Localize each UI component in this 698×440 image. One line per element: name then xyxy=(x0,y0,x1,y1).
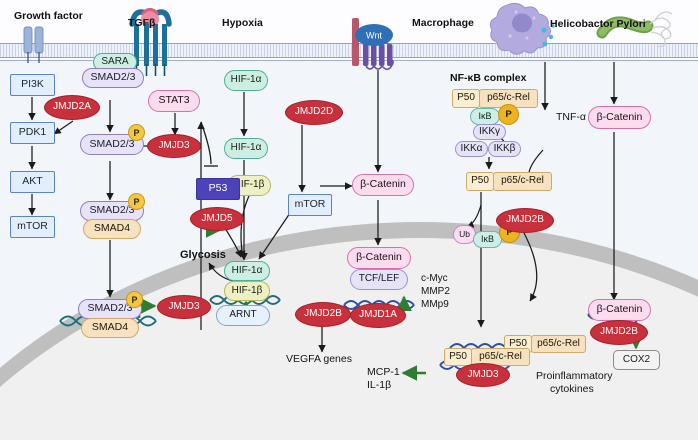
arrow-ikb-degradation xyxy=(466,205,481,228)
label-nfkb-complex: NF-κB complex xyxy=(450,72,527,84)
label-tnf-alpha: TNF-α xyxy=(556,111,586,123)
wnt-frizzled-receptor-icon: Wnt xyxy=(352,18,393,69)
node-jmjd2a[interactable]: JMJD2A xyxy=(44,95,100,120)
inhibition-p53 xyxy=(201,122,218,166)
svg-text:Wnt: Wnt xyxy=(366,30,383,40)
node-p50-cytoplasm[interactable]: P50 xyxy=(466,172,494,191)
node-p50-complex[interactable]: P50 xyxy=(452,89,480,108)
output-mmp2: MMP2 xyxy=(421,286,450,297)
label-hypoxia: Hypoxia xyxy=(222,17,263,29)
node-jmjd2b-vegfa[interactable]: JMJD2B xyxy=(295,302,351,327)
label-helicobacter-pylori: Helicobactor Pylori xyxy=(550,18,646,30)
output-c-myc: c-Myc xyxy=(421,273,448,284)
node-jmjd1a[interactable]: JMJD1A xyxy=(350,303,406,328)
node-arnt[interactable]: ARNT xyxy=(216,305,270,326)
node-hif1a-mid[interactable]: HIF-1α xyxy=(224,138,268,159)
node-p65-cytoplasm[interactable]: p65/c-Rel xyxy=(493,172,552,191)
node-p65-nucleus-upper[interactable]: p65/c-Rel xyxy=(531,335,586,353)
arrow-jmjd2a-pdk1 xyxy=(53,121,73,134)
label-growth-factor: Growth factor xyxy=(14,10,83,22)
output-mmp9: MMp9 xyxy=(421,299,449,310)
growth-factor-receptor-icon xyxy=(24,27,43,63)
label-macrophage: Macrophage xyxy=(412,17,474,29)
node-jmjd2b-nfkb[interactable]: JMJD2B xyxy=(496,208,554,233)
node-ikk-beta[interactable]: IKKβ xyxy=(488,141,521,157)
node-akt[interactable]: AKT xyxy=(10,171,55,193)
phosphorylation-marker-3: P xyxy=(126,291,143,308)
node-beta-catenin-hp-nucleus[interactable]: β-Catenin xyxy=(588,299,651,321)
helicobacter-pylori-icon xyxy=(602,12,672,47)
node-hif1a-top[interactable]: HIF-1α xyxy=(224,70,268,91)
node-jmjd3-nucleus[interactable]: JMJD3 xyxy=(157,295,211,319)
output-proinflammatory-line1: Proinflammatory xyxy=(536,370,613,382)
node-stat3[interactable]: STAT3 xyxy=(148,90,200,112)
node-pdk1[interactable]: PDK1 xyxy=(10,122,55,144)
phosphorylation-marker-2: P xyxy=(128,193,145,210)
node-p50-nucleus-lower[interactable]: P50 xyxy=(444,348,472,366)
node-mtor-left[interactable]: mTOR xyxy=(10,216,55,238)
node-smad23-cytoplasm[interactable]: SMAD2/3 xyxy=(80,134,144,155)
node-hif1b-nucleus[interactable]: HIF-1β xyxy=(224,281,270,301)
node-ikb-complex[interactable]: IκB xyxy=(470,108,500,125)
node-ikk-alpha[interactable]: IKKα xyxy=(455,141,488,157)
node-mtor-mid[interactable]: mTOR xyxy=(288,194,332,216)
node-pi3k[interactable]: PI3K xyxy=(10,74,55,96)
phosphorylation-marker-ikb: P xyxy=(498,104,519,125)
node-jmjd2d[interactable]: JMJD2D xyxy=(285,100,343,125)
node-beta-catenin-cytoplasm[interactable]: β-Catenin xyxy=(352,174,414,196)
node-ikb-degraded[interactable]: IκB xyxy=(473,231,502,248)
node-cox2[interactable]: COX2 xyxy=(613,350,660,370)
node-tcf-lef[interactable]: TCF/LEF xyxy=(350,269,408,290)
node-jmjd3-nfkb[interactable]: JMJD3 xyxy=(456,363,510,387)
node-jmjd5[interactable]: JMJD5 xyxy=(190,207,244,231)
label-tgfb: TGFβ xyxy=(128,17,156,29)
node-smad4-cytoplasm[interactable]: SMAD4 xyxy=(83,219,141,239)
output-il1b: IL-1β xyxy=(367,379,392,391)
output-mcp1: MCP-1 xyxy=(367,366,400,378)
phosphorylation-marker: P xyxy=(128,124,145,141)
node-beta-catenin-nucleus[interactable]: β-Catenin xyxy=(347,247,411,269)
node-p53[interactable]: P53 xyxy=(196,178,240,200)
node-smad23-membrane[interactable]: SMAD2/3 xyxy=(82,68,144,88)
tgfb-receptor-icon xyxy=(132,10,169,77)
node-jmjd3-cytoplasm[interactable]: JMJD3 xyxy=(147,134,201,158)
extracellular-space xyxy=(0,0,698,44)
node-smad4-nucleus[interactable]: SMAD4 xyxy=(81,318,139,338)
label-vegfa-genes: VEGFA genes xyxy=(286,353,352,365)
macrophage-icon xyxy=(490,3,555,54)
node-ikk-gamma[interactable]: IKKγ xyxy=(473,124,506,140)
node-hif1a-nucleus[interactable]: HIF-1α xyxy=(224,261,270,281)
node-jmjd2b-cox2[interactable]: JMJD2B xyxy=(590,320,648,345)
node-beta-catenin-hp-cytoplasm[interactable]: β-Catenin xyxy=(588,106,651,129)
output-proinflammatory-line2: cytokines xyxy=(550,383,594,395)
label-glycosis: Glycosis xyxy=(180,249,226,261)
